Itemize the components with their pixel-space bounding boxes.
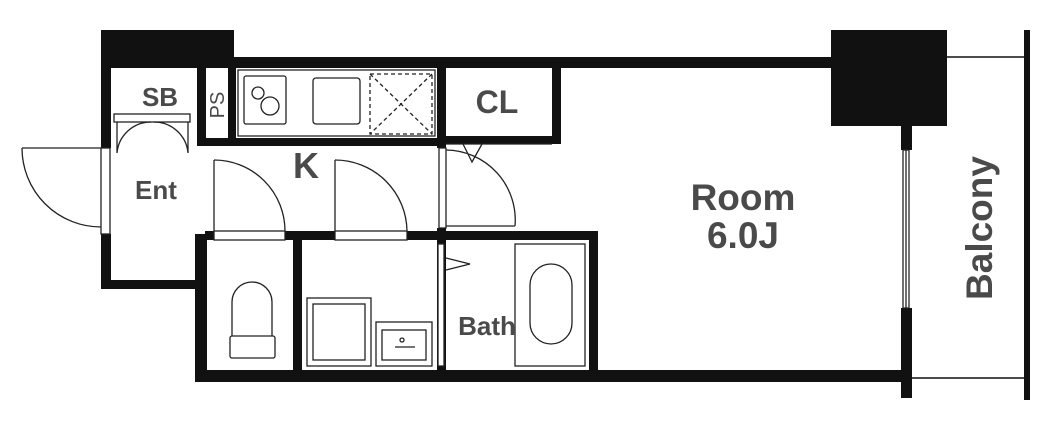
closet-door[interactable] [438, 143, 552, 229]
balcony-label: Balcony [959, 156, 1000, 300]
kitchen-label: K [293, 145, 319, 186]
stove-burner-icon [260, 96, 280, 116]
room-size-label: 6.0J [707, 215, 779, 256]
washroom-door[interactable] [334, 159, 408, 241]
entrance-label: Ent [135, 175, 177, 205]
exterior-walls [101, 57, 912, 398]
structural-column-top-left [101, 30, 234, 68]
shoe-box-label: SB [142, 82, 178, 112]
bath-label: Bath [458, 311, 516, 341]
bath-door[interactable] [437, 243, 471, 367]
entrance-door[interactable] [21, 147, 111, 235]
room-name-label: Room [691, 177, 796, 218]
structural-column-top-right [831, 30, 947, 126]
bathtub-icon [514, 243, 586, 367]
kitchen-sink-icon [312, 77, 361, 125]
washroom-fixtures [306, 297, 433, 367]
kitchen-counter [237, 69, 436, 137]
wash-basin-icon [375, 321, 433, 367]
balcony-railing [912, 30, 1030, 400]
balcony-window[interactable] [902, 149, 910, 309]
stove-burner-icon [251, 86, 265, 100]
shoe-box-cabinet [113, 113, 191, 154]
closet-label: CL [476, 84, 519, 120]
toilet-door[interactable] [213, 159, 286, 241]
washing-machine-space-icon [306, 297, 372, 367]
toilet-icon [229, 281, 276, 359]
pipe-space-label: PS [207, 92, 229, 119]
